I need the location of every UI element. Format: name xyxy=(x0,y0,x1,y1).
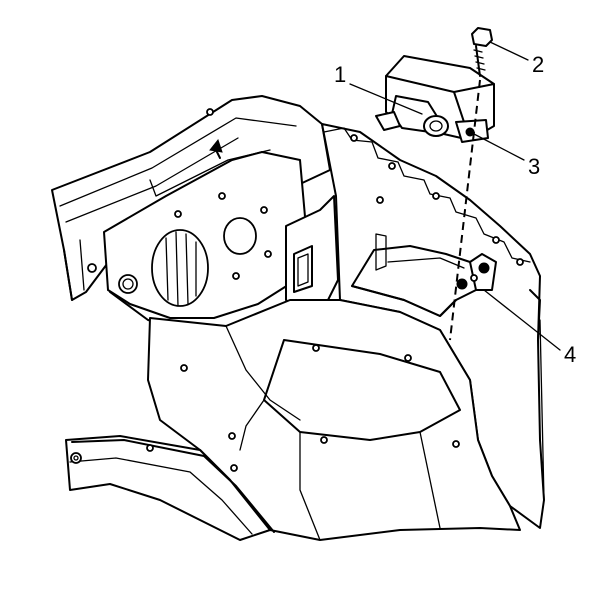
liner-hole xyxy=(320,436,328,444)
mounting-bolt xyxy=(471,27,493,77)
leader-line-1 xyxy=(349,83,423,115)
liner-hole xyxy=(228,432,236,440)
rail-hole xyxy=(206,108,214,116)
panel-large-hole xyxy=(223,217,257,255)
module-mounting-bracket xyxy=(351,233,497,317)
callout-2: 2 xyxy=(532,52,544,77)
liner-hole xyxy=(404,354,412,362)
leader-lines xyxy=(349,41,561,351)
panel-small-hole xyxy=(118,274,138,294)
leader-line-4 xyxy=(483,289,561,351)
lower-frame-rail xyxy=(65,435,275,541)
panel-small-hole xyxy=(260,206,268,214)
wall-hole xyxy=(388,162,396,170)
panel-small-hole xyxy=(264,250,272,258)
panel-small-hole xyxy=(174,210,182,218)
wall-hole xyxy=(432,192,440,200)
electronic-module xyxy=(375,55,495,143)
rail-hole xyxy=(230,464,238,472)
liner-hole xyxy=(452,440,460,448)
callout-4: 4 xyxy=(564,342,576,367)
module-connector xyxy=(423,115,449,137)
shock-tower-panel xyxy=(285,195,339,313)
panel-small-hole xyxy=(232,272,240,280)
leader-line-2 xyxy=(489,41,529,61)
rail-bolt xyxy=(70,452,82,464)
panel-large-hole xyxy=(151,229,209,307)
bracket-bolt-hole xyxy=(456,278,468,290)
liner-hole xyxy=(312,344,320,352)
wall-hole xyxy=(350,134,358,142)
wall-hole xyxy=(516,258,524,266)
callout-3: 3 xyxy=(528,154,540,179)
liner-hole xyxy=(180,364,188,372)
installation-centerline xyxy=(449,79,481,341)
bracket-bolt-hole xyxy=(478,262,490,274)
callout-1: 1 xyxy=(334,62,346,87)
rail-hole xyxy=(87,263,97,273)
panel-small-hole xyxy=(218,192,226,200)
wall-hole xyxy=(492,236,500,244)
wall-hole xyxy=(376,196,384,204)
leader-line-3 xyxy=(473,133,525,161)
rail-hole xyxy=(146,444,154,452)
